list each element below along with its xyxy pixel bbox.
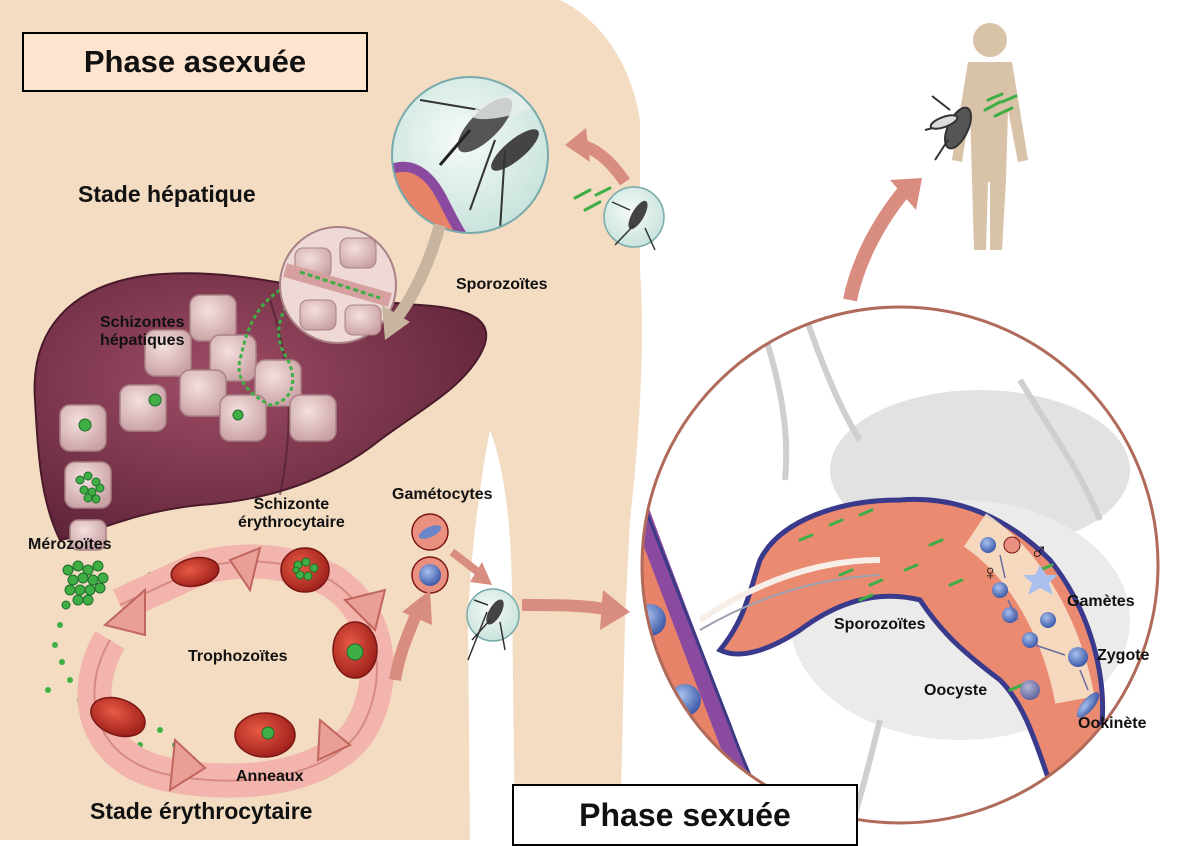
gametocytes-label: Gamétocytes	[392, 486, 493, 504]
hepatic-schizonts-line2: hépatiques	[100, 332, 184, 350]
hepatic-schizonts-line1: Schizontes	[100, 314, 184, 332]
arrow-to-human	[850, 190, 905, 300]
mosquito-magnifier	[634, 300, 1158, 840]
gametes-label: Gamètes	[1067, 593, 1135, 611]
erythro-schizont-line2: érythrocytaire	[238, 514, 345, 532]
merozoites-label: Mérozoïtes	[28, 536, 112, 554]
hepatic-stage-label: Stade hépatique	[78, 181, 256, 207]
male-gamete-symbol: ♂	[1030, 538, 1048, 566]
sexual-phase-title: Phase sexuée	[512, 784, 858, 846]
zygote-label: Zygote	[1097, 647, 1149, 665]
asexual-phase-title: Phase asexuée	[22, 32, 368, 92]
ookinete-label: Ookinète	[1078, 715, 1146, 733]
vessel-magnifier	[280, 227, 396, 343]
female-gamete-symbol: ♀	[982, 560, 999, 585]
erythrocytic-stage-label: Stade érythrocytaire	[90, 798, 312, 824]
oocyst-label: Oocyste	[924, 682, 987, 700]
arrow-to-mosquito-circle	[522, 605, 610, 610]
trophozoites-label: Trophozoïtes	[188, 648, 288, 666]
erythro-schizont-line1: Schizonte	[238, 496, 345, 514]
sporozoites-human-label: Sporozoïtes	[456, 276, 548, 294]
sporozoites-mosquito-label: Sporozoïtes	[834, 616, 926, 634]
rings-label: Anneaux	[236, 768, 304, 786]
erythro-schizont-label: Schizonte érythrocytaire	[238, 496, 345, 533]
hepatic-schizonts-label: Schizontes hépatiques	[100, 314, 184, 351]
